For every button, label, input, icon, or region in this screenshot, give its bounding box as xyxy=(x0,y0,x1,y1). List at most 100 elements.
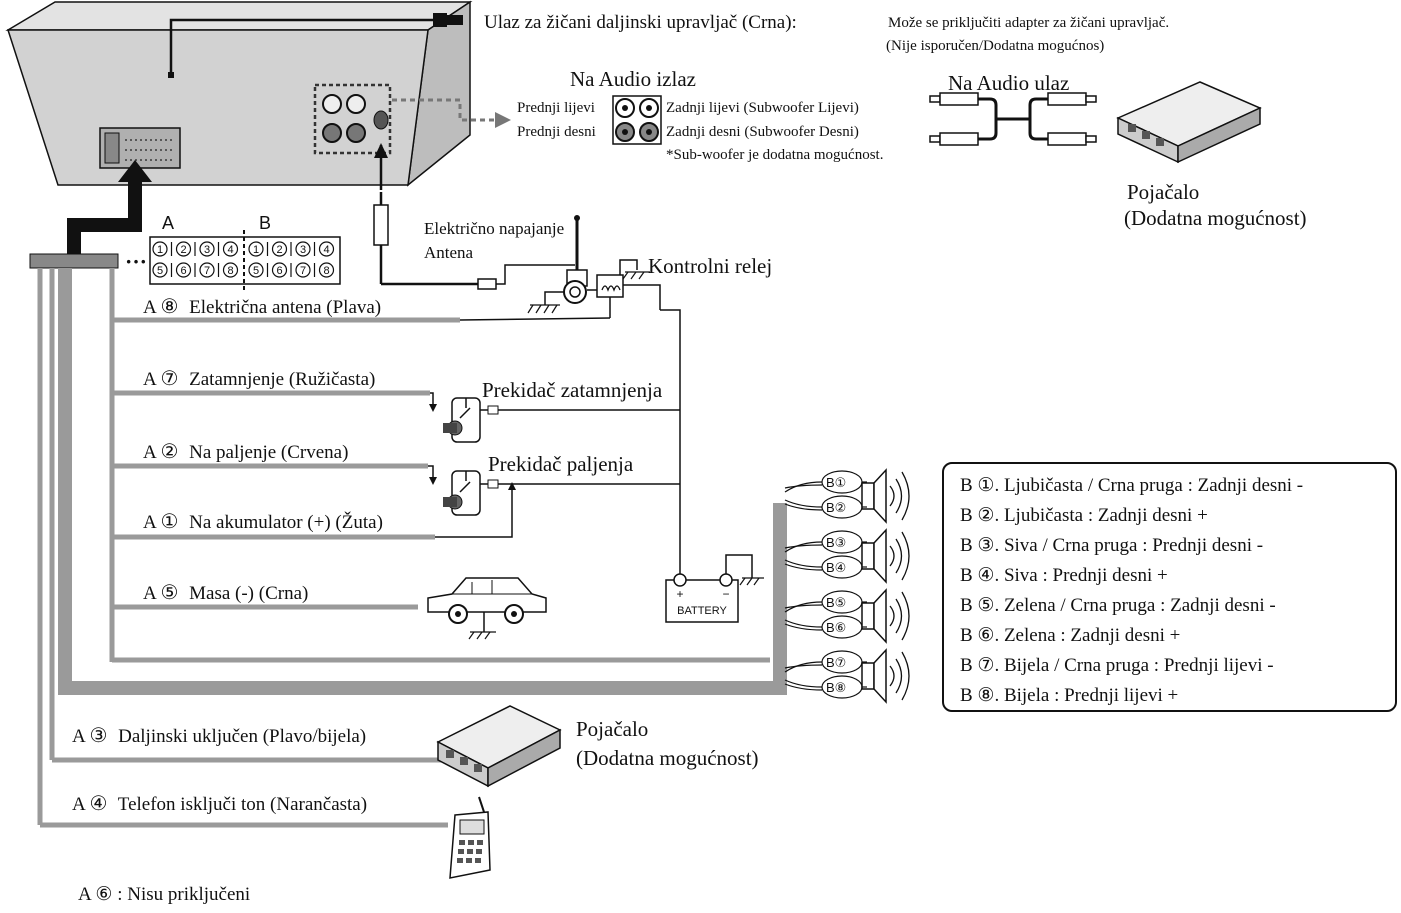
connector-pin-label: 3 xyxy=(300,244,306,256)
ignition-switch-label: Prekidač paljenja xyxy=(488,452,634,476)
amplifier-top-icon xyxy=(1116,81,1262,164)
wire-label-a7: A ⑦ Zatamnjenje (Ružičasta) xyxy=(143,368,375,390)
dimmer-switch-label: Prekidač zatamnjenja xyxy=(482,378,663,402)
legend-item: B ⑧. Bijela : Prednji lijevi + xyxy=(960,685,1179,706)
control-wiring xyxy=(428,309,753,580)
legend-item: B ⑥. Zelena : Zadnji desni + xyxy=(960,625,1181,646)
wire-label-a3: A ③ Daljinski uključen (Plavo/bijela) xyxy=(72,725,366,747)
label-rear-right: Zadnji desni (Subwoofer Desni) xyxy=(666,124,859,140)
speaker-tag: B⑥ xyxy=(826,620,846,635)
connector-pin-label: 1 xyxy=(157,244,163,256)
connector-pin xyxy=(222,262,239,278)
connector-pin-label: 5 xyxy=(157,265,163,277)
legend-item: B ①. Ljubičasta / Crna pruga : Zadnji de… xyxy=(960,475,1304,496)
wire-label-a2: A ② Na paljenje (Crvena) xyxy=(143,441,348,463)
remote-input-note: Može se priključiti adapter za žičani up… xyxy=(888,15,1169,31)
speaker-tag: B① xyxy=(826,475,846,490)
harness-connector xyxy=(29,253,119,269)
antenna-label: Električno napajanje xyxy=(424,219,564,238)
amp-bottom-sub: (Dodatna mogućnost) xyxy=(576,746,759,770)
connector-pin xyxy=(271,241,288,257)
connector-pin xyxy=(271,262,288,278)
ignition-switch-icon xyxy=(443,470,499,516)
control-relay-icon xyxy=(587,259,661,318)
antenna-cable xyxy=(373,143,575,290)
connector-pin-label: 4 xyxy=(227,244,233,256)
battery-minus: − xyxy=(722,587,729,601)
amp-top-sub: (Dodatna mogućnost) xyxy=(1124,206,1307,230)
label-front-right: Prednji desni xyxy=(517,124,596,140)
connector-pin-label: 6 xyxy=(180,265,186,277)
label-front-left: Prednji lijevi xyxy=(517,100,595,116)
connector-pin-label: 3 xyxy=(204,244,210,256)
wire-label-a5: A ⑤ Masa (-) (Crna) xyxy=(143,582,308,604)
speaker-tag: B⑦ xyxy=(826,655,846,670)
legend-item: B ③. Siva / Crna pruga : Prednji desni - xyxy=(960,535,1264,556)
rca-cable-icon xyxy=(929,92,1097,146)
audio-in-title: Na Audio ulaz xyxy=(948,71,1069,95)
connector-pin-label: 5 xyxy=(253,265,259,277)
legend-item: B ②. Ljubičasta : Zadnji desni + xyxy=(960,505,1208,526)
speaker-wire-legend: B ①. Ljubičasta / Crna pruga : Zadnji de… xyxy=(942,462,1397,712)
connector-pin xyxy=(175,241,192,257)
battery-icon: + − BATTERY xyxy=(665,573,764,623)
speaker-icon xyxy=(861,528,910,584)
connector-pin-label: 8 xyxy=(323,265,329,277)
legend-item: B ④. Siva : Prednji desni + xyxy=(960,565,1168,586)
connector-pin-label: 7 xyxy=(204,265,210,277)
amplifier-bottom-icon xyxy=(436,705,562,788)
rca-jacks-icon xyxy=(612,95,662,145)
harness-arrow xyxy=(67,160,152,255)
connector-pin-label: 4 xyxy=(323,244,329,256)
phone-icon xyxy=(449,796,491,879)
speaker-tag: B⑤ xyxy=(826,595,846,610)
connector-pin xyxy=(318,241,335,257)
harness-wires xyxy=(37,268,787,828)
connector-pin xyxy=(248,241,264,257)
speaker-tag: B④ xyxy=(826,560,846,575)
audio-out-arrow xyxy=(392,98,511,128)
speaker-tag: B② xyxy=(826,500,846,515)
connector-pin xyxy=(318,262,335,278)
power-antenna-icon xyxy=(527,215,588,314)
dimmer-switch-icon xyxy=(443,397,499,443)
wire-label-a4: A ④ Telefon isključi ton (Narančasta) xyxy=(72,793,367,815)
control-relay-label: Kontrolni relej xyxy=(648,254,772,278)
connector-pin-label: 2 xyxy=(276,244,282,256)
legend-item: B ⑤. Zelena / Crna pruga : Zadnji desni … xyxy=(960,595,1276,616)
head-unit xyxy=(5,0,473,187)
battery-label: BATTERY xyxy=(677,605,727,617)
remote-input-cable xyxy=(168,13,463,78)
car-ground-icon xyxy=(427,577,547,640)
battery-plus: + xyxy=(676,587,683,601)
connector-pin-label: 8 xyxy=(227,265,233,277)
label-rear-left: Zadnji lijevi (Subwoofer Lijevi) xyxy=(666,100,859,116)
connector-pin xyxy=(248,262,264,278)
connector-pin xyxy=(295,262,311,278)
speaker-icon xyxy=(861,648,910,704)
connector-pin xyxy=(295,241,311,257)
audio-out-title: Na Audio izlaz xyxy=(570,67,696,91)
remote-input-note-2: (Nije isporučen/Dodatna mogućnos) xyxy=(886,38,1104,54)
speaker-tag: B③ xyxy=(826,535,846,550)
connector-pin-label: 6 xyxy=(276,265,282,277)
legend-item: B ⑦. Bijela / Crna pruga : Prednji lijev… xyxy=(960,655,1274,676)
remote-input-title: Ulaz za žičani daljinski upravljač (Crna… xyxy=(484,12,797,33)
speaker-tag: B⑧ xyxy=(826,680,846,695)
connector-pin xyxy=(199,241,215,257)
speakers-group: B① B② B③ B④ B⑤ B⑥ B⑦ B⑧ xyxy=(784,468,910,704)
speaker-icon xyxy=(861,468,910,524)
connector-label-b: B xyxy=(259,213,271,233)
connector-pin xyxy=(175,262,192,278)
not-connected-note: A ⑥ : Nisu priključeni xyxy=(78,884,250,905)
rca-outputs xyxy=(313,83,392,155)
ellipsis-dots: ··· xyxy=(125,249,147,274)
connector-label-a: A xyxy=(162,213,174,233)
connector-pin xyxy=(152,262,168,278)
subwoofer-note: *Sub-woofer je dodatna mogućnost. xyxy=(666,147,883,163)
connector-pin xyxy=(199,262,215,278)
connector-pin xyxy=(152,241,168,257)
